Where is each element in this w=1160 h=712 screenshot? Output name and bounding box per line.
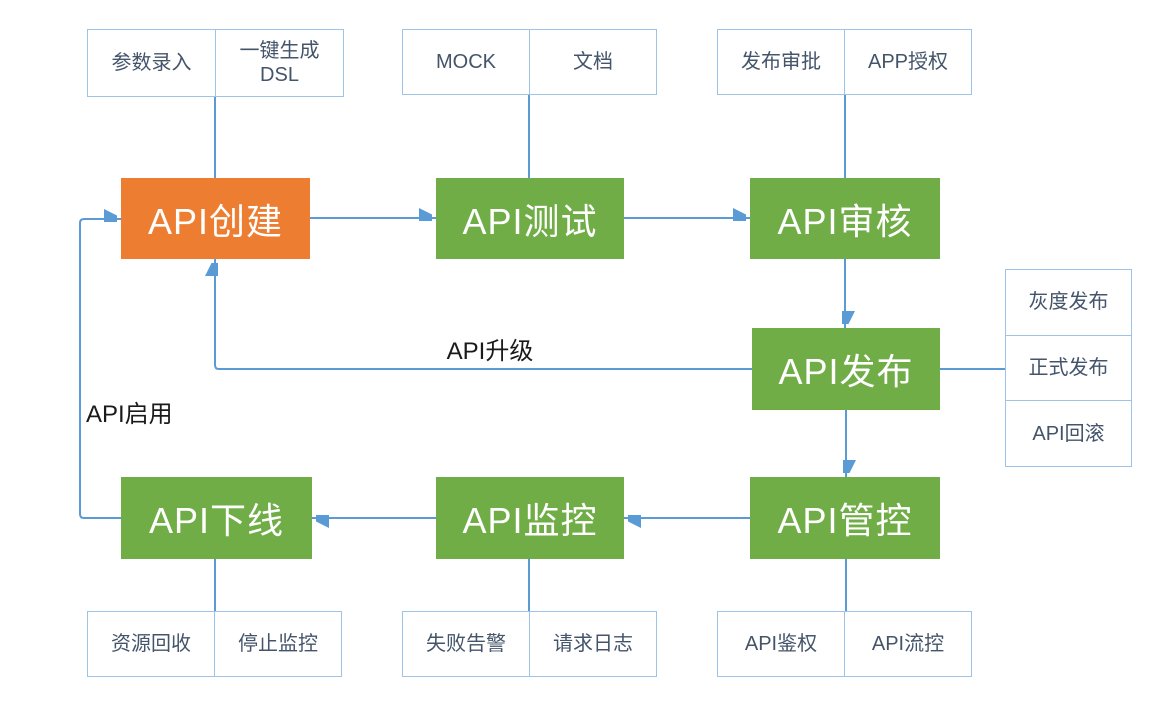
feature-group-publish: 灰度发布 正式发布 API回滚: [1005, 269, 1132, 467]
feature-cell: API鉴权: [744, 633, 818, 655]
feature-cell: 请求日志: [529, 612, 656, 676]
feature-cell: 正式发布: [1006, 334, 1131, 401]
node-api-monitor: API监控: [436, 477, 624, 559]
feature-cell: 资源回收: [111, 633, 191, 655]
feature-cell: API流控: [844, 612, 971, 676]
node-api-create: API创建: [121, 178, 310, 259]
node-api-publish: API发布: [752, 328, 940, 410]
feature-group-create: 参数录入 一键生成 DSL: [87, 29, 344, 97]
feature-cell: 失败告警: [426, 633, 506, 655]
edge-label-enable: API启用: [86, 401, 173, 428]
feature-cell: 文档: [529, 30, 656, 94]
node-api-offline: API下线: [121, 477, 312, 559]
feature-cell: 灰度发布: [1028, 291, 1109, 314]
node-api-review: API审核: [750, 178, 940, 259]
feature-group-review: 发布审批 APP授权: [717, 29, 972, 95]
node-api-control: API管控: [750, 477, 940, 559]
feature-group-offline: 资源回收 停止监控: [87, 611, 342, 677]
edge-upgrade-loop: [215, 259, 752, 370]
feature-cell: MOCK: [436, 51, 496, 73]
feature-cell: 参数录入: [111, 52, 192, 74]
feature-cell: 一键生成 DSL: [215, 30, 343, 96]
feature-cell: API回滚: [1006, 400, 1131, 466]
edge-label-upgrade: API升级: [446, 338, 534, 365]
edge-enable-loop: [79, 219, 121, 519]
feature-group-control: API鉴权 API流控: [717, 611, 972, 677]
feature-cell: 发布审批: [741, 51, 821, 73]
feature-group-test: MOCK 文档: [402, 29, 657, 95]
feature-cell: APP授权: [844, 30, 971, 94]
node-api-test: API测试: [436, 178, 624, 259]
feature-group-monitor: 失败告警 请求日志: [402, 611, 657, 677]
feature-cell: 停止监控: [214, 612, 341, 676]
